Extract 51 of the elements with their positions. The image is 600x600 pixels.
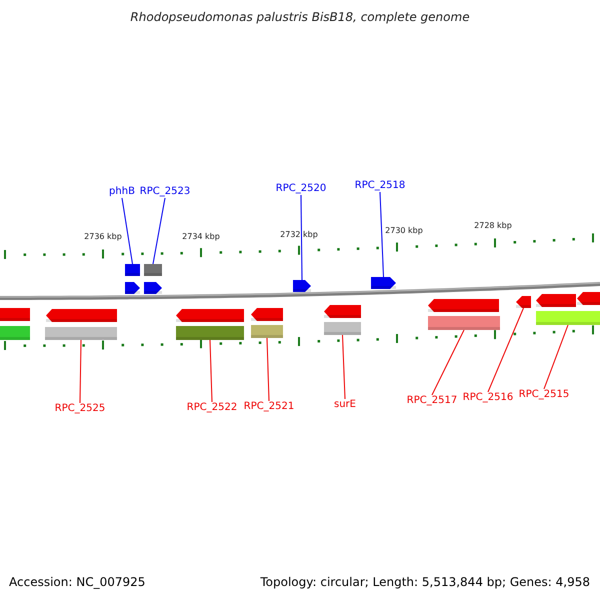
scale-label: 2728 kbp xyxy=(474,221,512,230)
gene-feature xyxy=(144,282,162,294)
gene-feature xyxy=(176,309,244,322)
gene-bar xyxy=(251,325,283,338)
gene-feature xyxy=(251,308,283,321)
genome-summary-text: Topology: circular; Length: 5,513,844 bp; Genes: 4,958 xyxy=(260,575,590,589)
gene-bar xyxy=(125,264,140,276)
gene-label: RPC_2525 xyxy=(54,403,106,415)
gene-bar xyxy=(324,322,361,335)
leader-line xyxy=(152,198,166,264)
gene-label: RPC_2523 xyxy=(140,186,190,198)
leader-line xyxy=(380,192,384,278)
title: Rhodopseudomonas palustris BisB18, complete genome xyxy=(130,10,470,24)
gene-label: RPC_2521 xyxy=(244,401,294,413)
gene-label: RPC_2517 xyxy=(406,395,458,407)
scale-label: 2732 kbp xyxy=(280,230,318,239)
scale-label: 2734 kbp xyxy=(182,232,220,241)
gene-feature xyxy=(536,294,576,307)
gene-feature xyxy=(577,292,600,305)
leader-line xyxy=(342,334,346,400)
leader-line xyxy=(210,340,212,402)
leader-line xyxy=(488,308,524,392)
gene-bar xyxy=(176,326,244,340)
leader-line xyxy=(300,194,302,280)
leader-line xyxy=(266,338,270,402)
leader-line xyxy=(122,198,133,264)
gene-feature xyxy=(371,277,396,289)
gene-feature xyxy=(516,296,531,308)
gene-label: phhB xyxy=(109,186,135,198)
gene-bar xyxy=(144,264,162,276)
leader-line xyxy=(432,330,464,396)
gene-bar xyxy=(536,311,600,325)
accession-text: Accession: NC_007925 xyxy=(9,575,146,589)
gene-feature xyxy=(293,280,311,292)
scale-label: 2736 kbp xyxy=(84,232,122,241)
gene-bar xyxy=(45,327,117,340)
gene-feature xyxy=(125,282,140,294)
gene-feature xyxy=(428,299,499,312)
gene-label: RPC_2520 xyxy=(276,183,326,195)
gene-feature xyxy=(46,309,117,322)
gene-label: RPC_2515 xyxy=(518,389,570,401)
gene-label: RPC_2518 xyxy=(354,180,406,192)
gene-label: RPC_2516 xyxy=(462,392,514,404)
gene-bar xyxy=(428,316,500,330)
gene-label: surE xyxy=(334,399,356,411)
gene-feature xyxy=(324,305,361,318)
leader-line xyxy=(80,340,82,404)
gene-bar xyxy=(0,326,30,340)
gene-label: RPC_2522 xyxy=(186,402,238,414)
gene-bar xyxy=(0,308,30,321)
scale-label: 2730 kbp xyxy=(385,226,423,235)
